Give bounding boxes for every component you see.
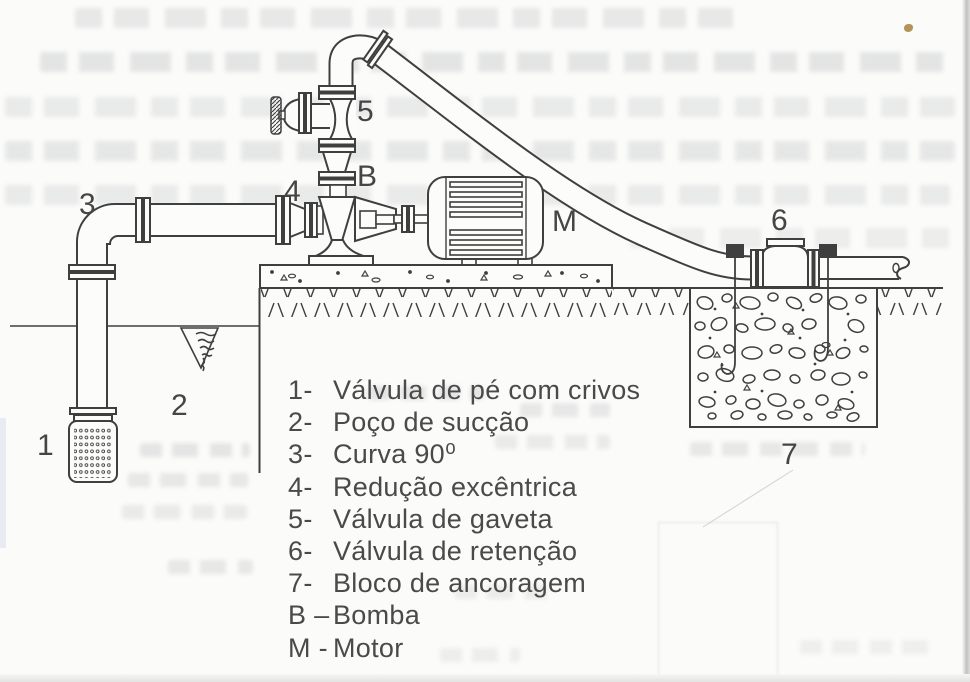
bend-flange [361, 29, 394, 70]
legend-label: Curva 90⁰ [333, 439, 457, 470]
bleed-through-line [5, 97, 955, 117]
legend-label: Válvula de retenção [333, 536, 578, 567]
legend-key: 3- [288, 439, 313, 470]
bleed-through-line [455, 585, 555, 599]
legend-item-7: 7- Bloco de ancoragem [288, 567, 640, 599]
legend-key: 6- [288, 536, 313, 567]
bleed-through-line [140, 443, 250, 457]
legend-key: 1- [288, 375, 313, 405]
callout-6: 6 [771, 204, 788, 237]
legend-label: Válvula de gaveta [333, 503, 553, 534]
bleed-through-leader-line [702, 469, 794, 528]
legend-item-6: 6- Válvula de retenção [288, 535, 640, 567]
legend-item-2: 2- Poço de sucção [288, 406, 640, 438]
callout-4: 4 [284, 175, 301, 208]
bleed-through-line [520, 403, 610, 417]
legend-label: Motor [333, 632, 404, 663]
coupling [401, 205, 408, 233]
bleed-through-line [800, 640, 930, 654]
legend-label: Bomba [333, 600, 421, 631]
suction-pipe [68, 197, 278, 409]
legend-item-3: 3- Curva 90⁰ [288, 438, 640, 470]
legend-key: 2- [288, 407, 313, 438]
discharge-pipe [328, 29, 753, 281]
bleed-through-line [128, 473, 248, 487]
bleed-through-figure [658, 522, 778, 682]
legend-item-5: 5- Válvula de gaveta [288, 503, 640, 535]
bleed-through-line [495, 435, 610, 449]
aggregate-stones [694, 292, 869, 422]
page-edge-right [962, 0, 970, 682]
bleed-through-line [690, 442, 865, 456]
legend-key: M - [288, 632, 328, 663]
gate-valve [270, 85, 356, 199]
legend-label: Redução excêntrica [333, 471, 578, 502]
legend-label: Bloco de ancoragem [333, 568, 587, 599]
coupling [408, 205, 415, 233]
foundation-slab [259, 264, 613, 289]
foot-valve-strainer [68, 407, 118, 483]
callout-5: 5 [357, 95, 374, 128]
legend-key: B – [288, 600, 330, 631]
legend-item-B: B – Bomba [288, 599, 640, 631]
bleed-through-line [122, 505, 247, 519]
legend-item-1: 1- Válvula de pé com crivos [288, 374, 640, 406]
check-valve [750, 238, 910, 288]
legend-key: 4- [288, 471, 313, 502]
page-edge-left [0, 418, 6, 548]
legend-label: Válvula de pé com crivos [333, 375, 641, 405]
motor-fins [449, 181, 523, 256]
legend-key: 5- [288, 503, 313, 534]
legend-item-4: 4- Redução excêntrica [288, 471, 640, 503]
pipe-break [896, 256, 910, 280]
water-level [10, 325, 259, 372]
anchor-block [689, 287, 878, 428]
legend-key: 7- [288, 568, 313, 599]
legend-item-M: M - Motor [288, 632, 640, 664]
ground-hatching [261, 287, 943, 317]
callout-1: 1 [37, 429, 54, 462]
eccentric-reduction [275, 195, 324, 245]
legend: 1- Válvula de pé com crivos 2- Poço de s… [288, 374, 640, 664]
bleed-through-line [368, 386, 483, 400]
callout-M: M [552, 205, 577, 238]
callout-B: B [357, 160, 377, 193]
bleed-through-line [168, 560, 253, 574]
callout-2: 2 [171, 389, 188, 422]
callout-3: 3 [79, 188, 96, 221]
bleed-through-line [5, 141, 955, 161]
anchor-bolts [720, 244, 837, 375]
bleed-through-line [75, 8, 740, 28]
slab-aggregate [270, 269, 600, 283]
callout-7: 7 [781, 438, 798, 471]
motor [427, 176, 544, 266]
ink-speck [904, 24, 913, 32]
page-edge-bottom [0, 674, 970, 682]
water-level-symbol [179, 327, 220, 372]
bleed-through-line [440, 648, 520, 662]
pump [308, 195, 429, 266]
legend-label: Poço de sucção [333, 407, 530, 438]
handwheel [270, 96, 282, 135]
bleed-through-line [40, 52, 955, 72]
